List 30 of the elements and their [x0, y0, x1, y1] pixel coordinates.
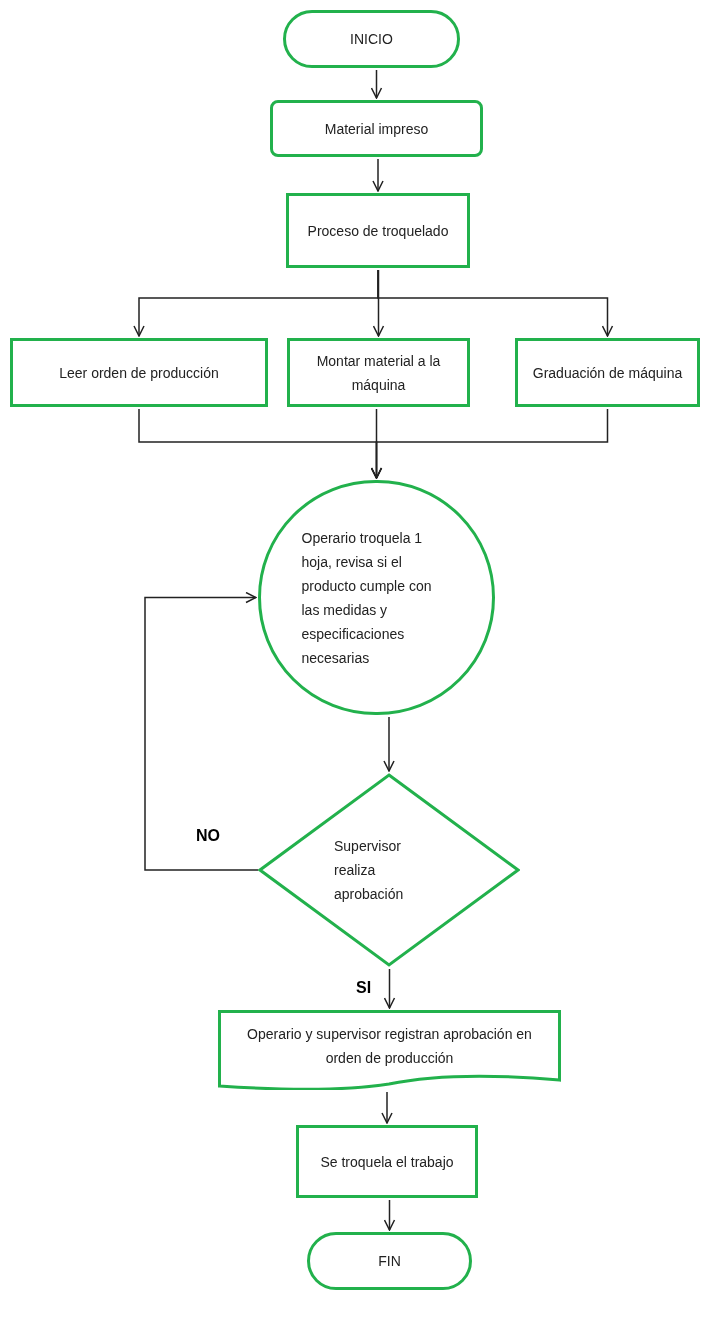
node-text: Montar material a la máquina: [315, 351, 442, 395]
node-text: Material impreso: [323, 119, 430, 139]
node-text: Operario y supervisor registran aprobación en orden de producción: [246, 1025, 533, 1068]
process-box: [270, 100, 483, 157]
process-box: [515, 338, 700, 407]
arrow: [370, 408, 609, 479]
node-text: Se troquela el trabajo: [319, 1152, 455, 1172]
process-box: [287, 338, 470, 407]
end-terminal: [307, 1232, 472, 1290]
decision-diamond: [258, 773, 520, 967]
document-shape: [218, 1010, 561, 1090]
node-text: Graduación de máquina: [531, 363, 684, 383]
node-text: Proceso de troquelado: [306, 221, 450, 241]
arrow: [370, 69, 383, 99]
process-box: [296, 1125, 478, 1198]
arrow: [383, 968, 396, 1009]
arrow: [383, 716, 395, 772]
node-text: Supervisor realiza aprobación: [334, 837, 405, 904]
arrow: [377, 269, 614, 337]
process-box: [10, 338, 268, 407]
node-text: Operario troquela 1 hoja, revisa si el producto cumple con las medidas y especificaciones necesarias: [301, 528, 433, 668]
arrow: [372, 158, 384, 192]
node-text: INICIO: [349, 30, 394, 49]
start-terminal: [283, 10, 460, 68]
process-box: [286, 193, 470, 268]
arrow: [383, 1199, 396, 1231]
arrow: [144, 591, 259, 871]
arrow: [381, 1091, 393, 1124]
node-text: Leer orden de producción: [58, 363, 220, 383]
node-text: FIN: [377, 1252, 402, 1271]
